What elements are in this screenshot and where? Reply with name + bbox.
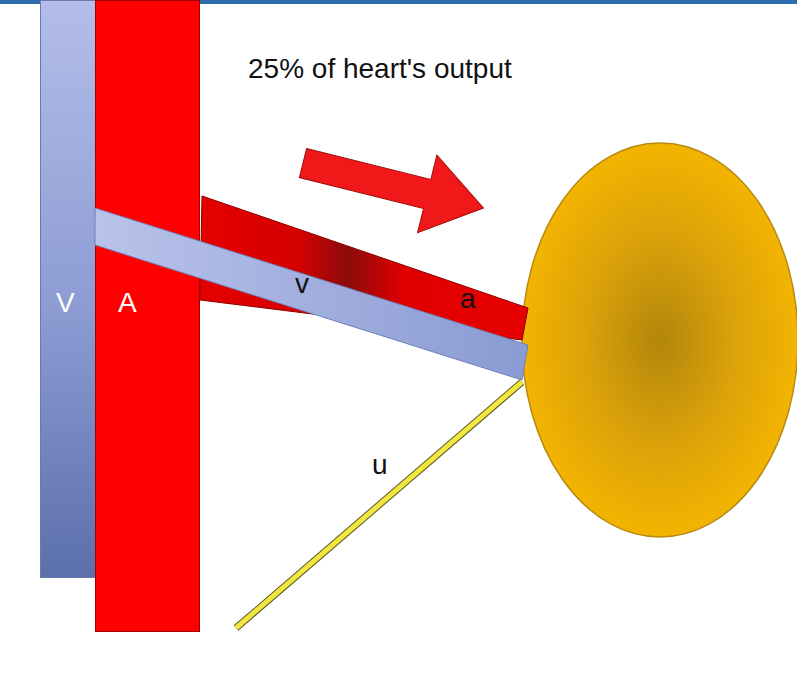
aorta-bar: A — [95, 0, 200, 632]
node-label: A — [118, 289, 137, 317]
renal-vein: v — [95, 205, 530, 383]
node-label: a — [460, 285, 476, 313]
ureter — [236, 382, 522, 628]
node-label: V — [56, 289, 75, 317]
renal-vein-shape — [95, 205, 530, 383]
ureter-outline — [236, 382, 522, 628]
kidney — [522, 143, 797, 537]
flow-arrow — [293, 124, 493, 247]
flow-caption: 25% of heart's output — [248, 52, 512, 86]
vena-cava-bar: V — [40, 0, 98, 578]
ureter-label: u — [372, 448, 388, 482]
node-label: v — [295, 270, 309, 298]
